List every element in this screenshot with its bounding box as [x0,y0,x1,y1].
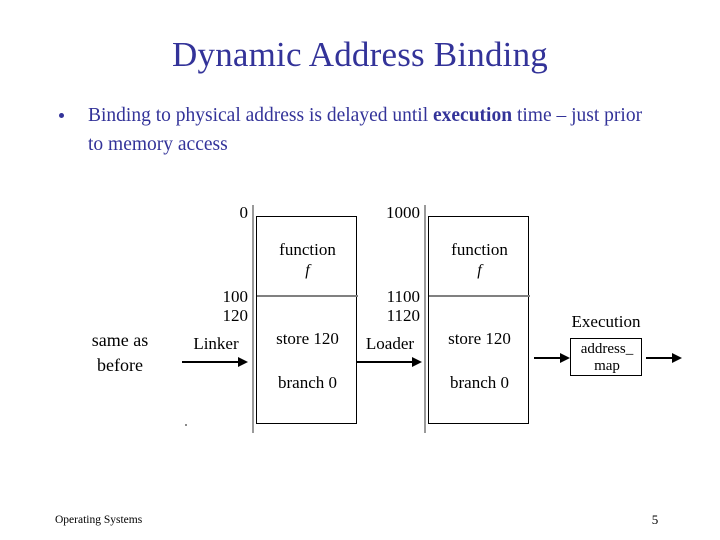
arrow-right-icon [534,353,572,363]
cell-store-1: store 120 [276,329,339,348]
bullet-text-bold: execution [433,105,513,126]
memory-rail-2 [424,205,426,433]
cell-function-word-2: function [451,240,508,259]
same-as-before-caption: same as before [60,328,180,378]
bullet-text-lead: Binding to physical address is delayed u… [88,105,433,126]
address-map-box: address_ map [570,338,642,376]
footer-course-label: Operating Systems [55,514,143,526]
address-label-120: 120 [222,306,249,325]
bullet-dot-icon [59,113,64,118]
cell-function-name-1: f [305,262,310,279]
address-map-text: address_ map [571,341,643,375]
page-title: Dynamic Address Binding [172,35,548,74]
footer-page-number: 5 [651,512,659,527]
linker-arrow-group: Linker [182,334,250,367]
linker-label: Linker [193,334,239,353]
arrow-right-icon [646,353,684,363]
loader-label: Loader [365,334,415,353]
cell-branch-1: branch 0 [277,373,337,392]
address-label-1120: 1120 [386,306,420,325]
address-map-line1: address_ [580,341,634,357]
loader-arrow-icon [356,357,424,367]
arrow-from-address-map [646,350,684,363]
list-item: Binding to physical address is delayed u… [52,101,652,159]
cell-function-word-1: function [279,240,336,259]
address-label-0: 0 [239,203,249,222]
address-label-100: 100 [222,287,249,306]
arrow-to-address-map [534,350,572,363]
memory-divider [429,295,530,297]
linker-arrow-icon [182,357,250,367]
memory-divider [257,295,358,297]
memory-block-loader: function f store 120 branch 0 [428,216,530,424]
bullet-list: Binding to physical address is delayed u… [52,101,652,159]
same-as-before-line2: before [97,355,143,375]
loader-arrow-group: Loader [356,334,424,367]
cell-store-2: store 120 [448,329,511,348]
execution-label: Execution [571,312,641,331]
cell-function-name-2: f [477,262,482,279]
cell-function-2: function f [429,239,530,281]
cell-function-1: function f [257,239,358,281]
cell-branch-2: branch 0 [449,373,509,392]
bullet-text-tail: time – just prior to memory access [88,105,643,155]
address-label-1000: 1000 [386,203,420,222]
memory-block-linker: function f store 120 branch 0 [256,216,358,424]
memory-rail-1 [252,205,254,433]
same-as-before-line1: same as [91,330,149,350]
diagram-tick-mark [185,424,187,426]
address-label-1100: 1100 [386,287,420,306]
address-map-line2: map [594,358,620,374]
